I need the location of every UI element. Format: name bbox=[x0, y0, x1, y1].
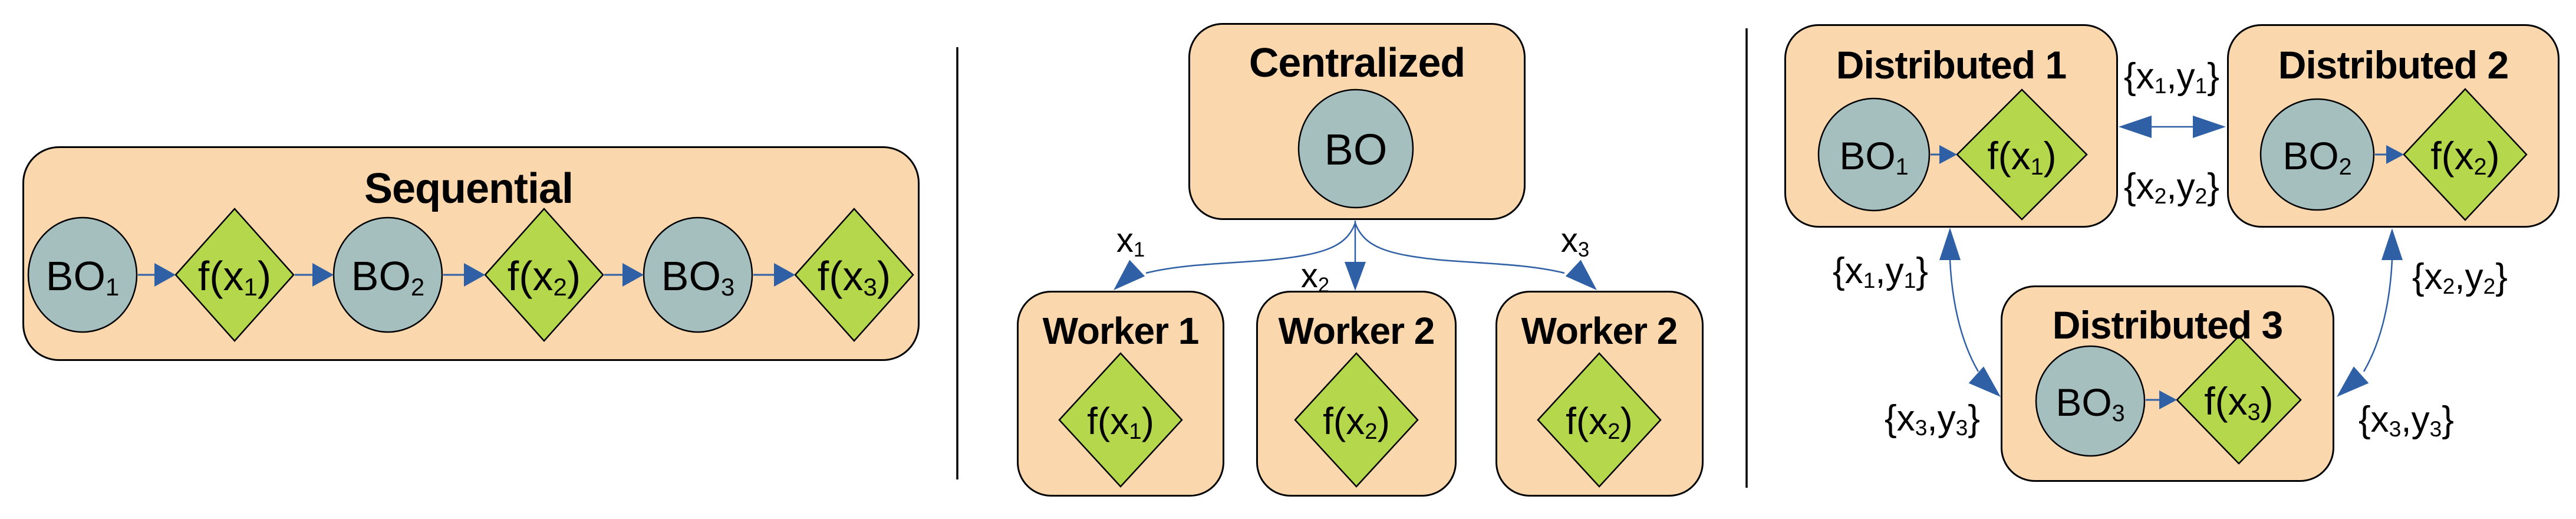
d2-d3-down-head bbox=[2337, 366, 2369, 397]
msg-left-upper-label: {x1,y1} bbox=[1832, 251, 1929, 293]
worker-3-title: Worker 2 bbox=[1521, 310, 1678, 352]
dist3-fx-diamond bbox=[2176, 335, 2302, 465]
bo1-ellipse bbox=[27, 216, 138, 333]
worker-3-fx-label: f(x2) bbox=[1566, 400, 1633, 445]
dist3-bo-ellipse bbox=[2035, 345, 2146, 457]
worker2-fx-diamond bbox=[1294, 352, 1419, 488]
msg-top-label: {x1,y1} bbox=[2123, 56, 2220, 98]
worker3-fx-diamond bbox=[1537, 352, 1662, 488]
d1-d2-arrow-head-left bbox=[2119, 116, 2152, 138]
fan-x3-label: x3 bbox=[1560, 221, 1590, 261]
dist1-bo-label: BO1 bbox=[1839, 134, 1909, 180]
seq-arrow-3-head bbox=[464, 263, 485, 287]
fan-left-head bbox=[1114, 260, 1145, 290]
seq-arrow-4-head bbox=[622, 263, 644, 287]
dist1-fx-diamond bbox=[1956, 88, 2088, 221]
distributed-3-title: Distributed 3 bbox=[2052, 303, 2283, 347]
fan-left-curve bbox=[1145, 222, 1356, 274]
dist2-bo-label: BO2 bbox=[2282, 134, 2352, 180]
worker-2-title: Worker 2 bbox=[1278, 310, 1435, 352]
centralized-title: Centralized bbox=[1249, 40, 1465, 86]
worker1-fx-diamond bbox=[1058, 352, 1183, 488]
fan-x1-label: x1 bbox=[1116, 221, 1145, 261]
msg-right-upper-label: {x2,y2} bbox=[2412, 257, 2508, 299]
fx2-diamond bbox=[484, 208, 604, 342]
central-bo-ellipse bbox=[1297, 88, 1414, 209]
distributed-1-title: Distributed 1 bbox=[1836, 43, 2067, 87]
dist3-fx-label: f(x3) bbox=[2204, 379, 2274, 425]
fx2-label: f(x2) bbox=[507, 253, 581, 301]
bo3-label: BO3 bbox=[661, 253, 735, 301]
d1-d2-arrow-head-right bbox=[2193, 116, 2226, 138]
d3-d1-up-head bbox=[1939, 228, 1961, 260]
msg-right-lower-label: {x3,y3} bbox=[2358, 399, 2455, 442]
fan-right-head bbox=[1565, 260, 1597, 290]
d2-d3-curve bbox=[2363, 260, 2393, 372]
dist3-bo-label: BO3 bbox=[2055, 380, 2125, 426]
distributed-2-title: Distributed 2 bbox=[2278, 43, 2509, 87]
d1-d3-down-head bbox=[1968, 366, 2001, 397]
central-bo-label: BO bbox=[1324, 125, 1388, 174]
dist1-bo-ellipse bbox=[1817, 97, 1931, 212]
worker-1-title: Worker 1 bbox=[1042, 310, 1200, 352]
dist3-arrow-head bbox=[2159, 390, 2177, 409]
dist1-arrow-head bbox=[1939, 145, 1957, 164]
bo2-label: BO2 bbox=[351, 253, 425, 301]
seq-arrow-5-head bbox=[774, 263, 795, 287]
worker-1-fx-label: f(x1) bbox=[1087, 400, 1154, 445]
worker-2-fx-label: f(x2) bbox=[1323, 400, 1390, 445]
msg-left-lower-label: {x3,y3} bbox=[1884, 398, 1981, 441]
fan-right-curve bbox=[1354, 222, 1565, 274]
sequential-panel-box bbox=[22, 146, 920, 361]
sequential-title: Sequential bbox=[364, 165, 574, 212]
dist2-arrow-head bbox=[2386, 145, 2404, 164]
fan-x2-label: x2 bbox=[1300, 257, 1330, 297]
seq-arrow-2-head bbox=[312, 263, 334, 287]
seq-arrow-1-head bbox=[154, 263, 176, 287]
msg-mid-label: {x2,y2} bbox=[2123, 166, 2220, 209]
d1-d3-curve bbox=[1949, 260, 1979, 372]
fx1-diamond bbox=[174, 208, 295, 342]
dist1-fx-label: f(x1) bbox=[1987, 134, 2057, 180]
dist2-fx-diamond bbox=[2403, 88, 2528, 221]
d3-d2-up-head bbox=[2381, 228, 2403, 260]
fx3-diamond bbox=[794, 208, 914, 342]
fx1-label: f(x1) bbox=[197, 253, 272, 301]
fan-center-head bbox=[1345, 262, 1366, 291]
fx3-label: f(x3) bbox=[817, 253, 891, 301]
dist2-bo-ellipse bbox=[2259, 98, 2375, 211]
dist2-fx-label: f(x2) bbox=[2430, 134, 2500, 180]
bo1-label: BO1 bbox=[45, 253, 120, 301]
